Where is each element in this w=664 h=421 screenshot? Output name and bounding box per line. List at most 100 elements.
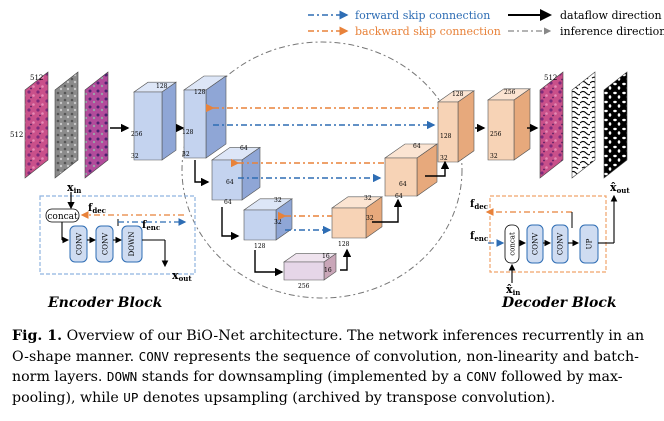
caption-text-4: followed by max-pooling), while	[12, 369, 623, 406]
decoder-conv1-label: CONV	[532, 232, 540, 255]
decoder-concat	[504, 224, 520, 264]
encoder-cube-1-dim-e1c: 32	[131, 153, 139, 160]
input-image-stack: 512 512	[10, 71, 109, 179]
decoder-concat-label: concat	[509, 232, 517, 256]
legend-backward-label: backward skip connection	[355, 25, 501, 38]
bottleneck-cube-face	[283, 261, 325, 281]
encoder-f-enc: fenc	[142, 220, 160, 232]
encoder-x-out: xout	[172, 269, 192, 283]
encoder-cube-3-dim-e3c: 64	[224, 199, 232, 206]
encoder-conv2-label: CONV	[102, 232, 110, 255]
encoder-f-dec: fdec	[88, 203, 106, 215]
arrow-enc3-enc4	[221, 207, 240, 241]
decoder-x-out: x̂out	[610, 181, 630, 195]
encoder-cube-3: 64 64 64	[211, 145, 261, 206]
caption-text-3: stands for downsampling (implemented by …	[137, 369, 467, 385]
input-dim-top: 512	[30, 74, 43, 82]
legend-dataflow-label: dataflow direction	[560, 9, 662, 22]
arrow-dec4-dec3	[372, 198, 403, 223]
encoder-conv1-label: CONV	[76, 232, 84, 255]
arrow-enc2-enc3	[194, 160, 210, 187]
decoder-x-in: x̂in	[506, 283, 520, 297]
legend-inference-label: inference direction	[560, 25, 664, 38]
decoder-conv2	[551, 224, 569, 264]
encoder-cube-4-dim-e4c: 32	[274, 219, 282, 226]
caption-code-conv-2: CONV	[466, 369, 497, 384]
decoder-block-frame	[489, 195, 607, 273]
decoder-f-dec: fdec	[470, 199, 488, 211]
caption-text-5: denotes upsampling (archived by transpos…	[138, 389, 556, 406]
decoder-cube-1-face	[487, 99, 515, 161]
decoder-f-enc: fenc	[470, 231, 488, 243]
decoder-cube-1-side	[513, 88, 531, 161]
bottleneck-cube-dim-bot_a: 16	[322, 253, 330, 260]
decoder-cube-2-face	[437, 101, 459, 163]
decoder-block: x̂out fdec fenc concat CONV CONV UP x̂in…	[470, 181, 630, 311]
decoder-cube-1-dim-d1b: 256	[490, 131, 502, 138]
caption-text-1: Overview of our BiO-Net architecture. Th…	[12, 328, 645, 365]
encoder-cube-1-side	[161, 81, 177, 161]
encoder-cube-4-dim-e4a: 32	[274, 197, 282, 204]
input-image-2	[54, 71, 79, 179]
decoder-up	[579, 224, 599, 264]
decoder-cube-2: 128 128 32	[437, 90, 475, 163]
bottleneck-cube-dim-bot_b: 256	[298, 283, 310, 290]
encoder-cube-2-side	[205, 75, 227, 159]
arrow-enc4-bottleneck	[254, 250, 284, 277]
bottleneck-cube-dim-bot_c: 16	[324, 267, 332, 274]
encoder-cube-1-dim-e1a: 128	[156, 83, 168, 90]
figure-caption: Fig. 1. Overview of our BiO-Net architec…	[12, 326, 654, 408]
architecture-diagram: forward skip connection backward skip co…	[10, 9, 664, 311]
input-image-1	[24, 71, 49, 179]
encoder-x-in: xin	[67, 181, 81, 195]
input-image-3	[84, 71, 109, 179]
caption-code-conv: CONV	[138, 348, 169, 364]
encoder-block-title: Encoder Block	[47, 295, 163, 311]
decoder-block-title: Decoder Block	[501, 295, 617, 311]
encoder-cube-4-face	[243, 209, 277, 241]
encoder-cube-1-face	[133, 91, 163, 161]
output-dim-top: 512	[544, 74, 557, 82]
output-image-1	[539, 71, 564, 179]
decoder-cube-4-dim-d4a: 32	[364, 195, 372, 202]
encoder-cube-3-dim-e3b: 64	[226, 179, 234, 186]
input-dim-side: 512	[10, 131, 23, 139]
decoder-cube-4-face	[331, 207, 367, 239]
decoder-cube-2-side	[457, 90, 475, 163]
encoder-block-frame	[39, 195, 196, 275]
caption-fig-label: Fig. 1.	[12, 328, 63, 344]
inference-loop	[181, 41, 463, 299]
decoder-cube-4-dim-d4b: 128	[338, 241, 350, 248]
skip-connections	[206, 103, 438, 235]
encoder-concat-label: concat	[47, 212, 78, 222]
encoder-cube-2-face	[183, 89, 207, 159]
decoder-cube-3-dim-d3c: 64	[395, 193, 403, 200]
encoder-down-label: DOWN	[128, 232, 136, 257]
bottleneck-cube: 16 256 16	[283, 253, 337, 290]
caption-code-down: DOWN	[106, 369, 138, 384]
decoder-up-label: UP	[586, 238, 594, 249]
encoder-down	[121, 225, 143, 263]
caption-code-up: UP	[123, 389, 139, 405]
encoder-block: xin concat fdec CONV CONV DOWN fenc xout…	[39, 181, 196, 311]
decoder-cube-2-dim-d2b: 128	[440, 133, 452, 140]
arrow-bottleneck-dec4	[340, 248, 352, 271]
decoder-cube-3-face	[384, 157, 418, 197]
encoder-conv1	[69, 225, 88, 263]
arrow-dec3-dec2	[425, 160, 450, 177]
encoder-cube-2-dim-e2c: 32	[182, 151, 190, 158]
decoder-cube-1-dim-d1a: 256	[504, 89, 516, 96]
decoder-cube-2-dim-d2c: 32	[440, 155, 448, 162]
decoder-cube-2-dim-d2a: 128	[452, 91, 464, 98]
dataflow-arrows	[176, 123, 539, 277]
decoder-conv2-label: CONV	[557, 232, 565, 255]
encoder-cube-1-dim-e1b: 256	[131, 131, 143, 138]
encoder-conv2	[95, 225, 114, 263]
encoder-cube-3-dim-e3a: 64	[240, 145, 248, 152]
